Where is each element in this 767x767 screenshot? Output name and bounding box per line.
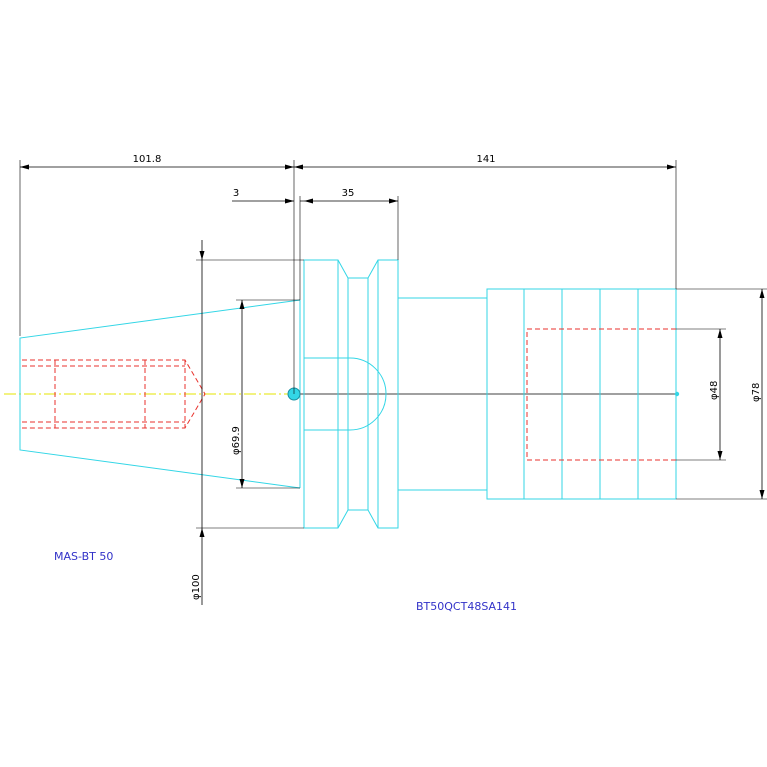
svg-text:3: 3 bbox=[233, 188, 239, 199]
standard-label: MAS-BT 50 bbox=[54, 550, 113, 563]
dim-shank-diameter: φ78 bbox=[676, 288, 767, 500]
dim-bore-diameter: φ48 bbox=[676, 328, 726, 461]
svg-text:φ69.9: φ69.9 bbox=[231, 426, 242, 455]
svg-text:φ100: φ100 bbox=[191, 574, 202, 600]
taper-bore-hidden bbox=[22, 359, 206, 429]
svg-text:φ48: φ48 bbox=[709, 381, 720, 400]
dim-offset: 3 bbox=[232, 188, 294, 204]
svg-text:141: 141 bbox=[476, 154, 495, 165]
dim-flange-diameter: φ100 bbox=[191, 240, 304, 605]
flange bbox=[303, 259, 399, 529]
dim-taper-diameter: φ69.9 bbox=[231, 299, 300, 489]
shank bbox=[398, 288, 677, 500]
shank-bore-hidden bbox=[526, 328, 676, 461]
part-number-label: BT50QCT48SA141 bbox=[416, 600, 517, 613]
dim-flange-width: 35 bbox=[300, 188, 398, 204]
svg-text:35: 35 bbox=[342, 188, 355, 199]
svg-text:φ78: φ78 bbox=[751, 383, 762, 402]
svg-text:101.8: 101.8 bbox=[133, 154, 162, 165]
end-marker bbox=[674, 391, 680, 397]
dim-right-length: 141 bbox=[294, 154, 676, 170]
dim-left-length: 101.8 bbox=[20, 154, 294, 170]
